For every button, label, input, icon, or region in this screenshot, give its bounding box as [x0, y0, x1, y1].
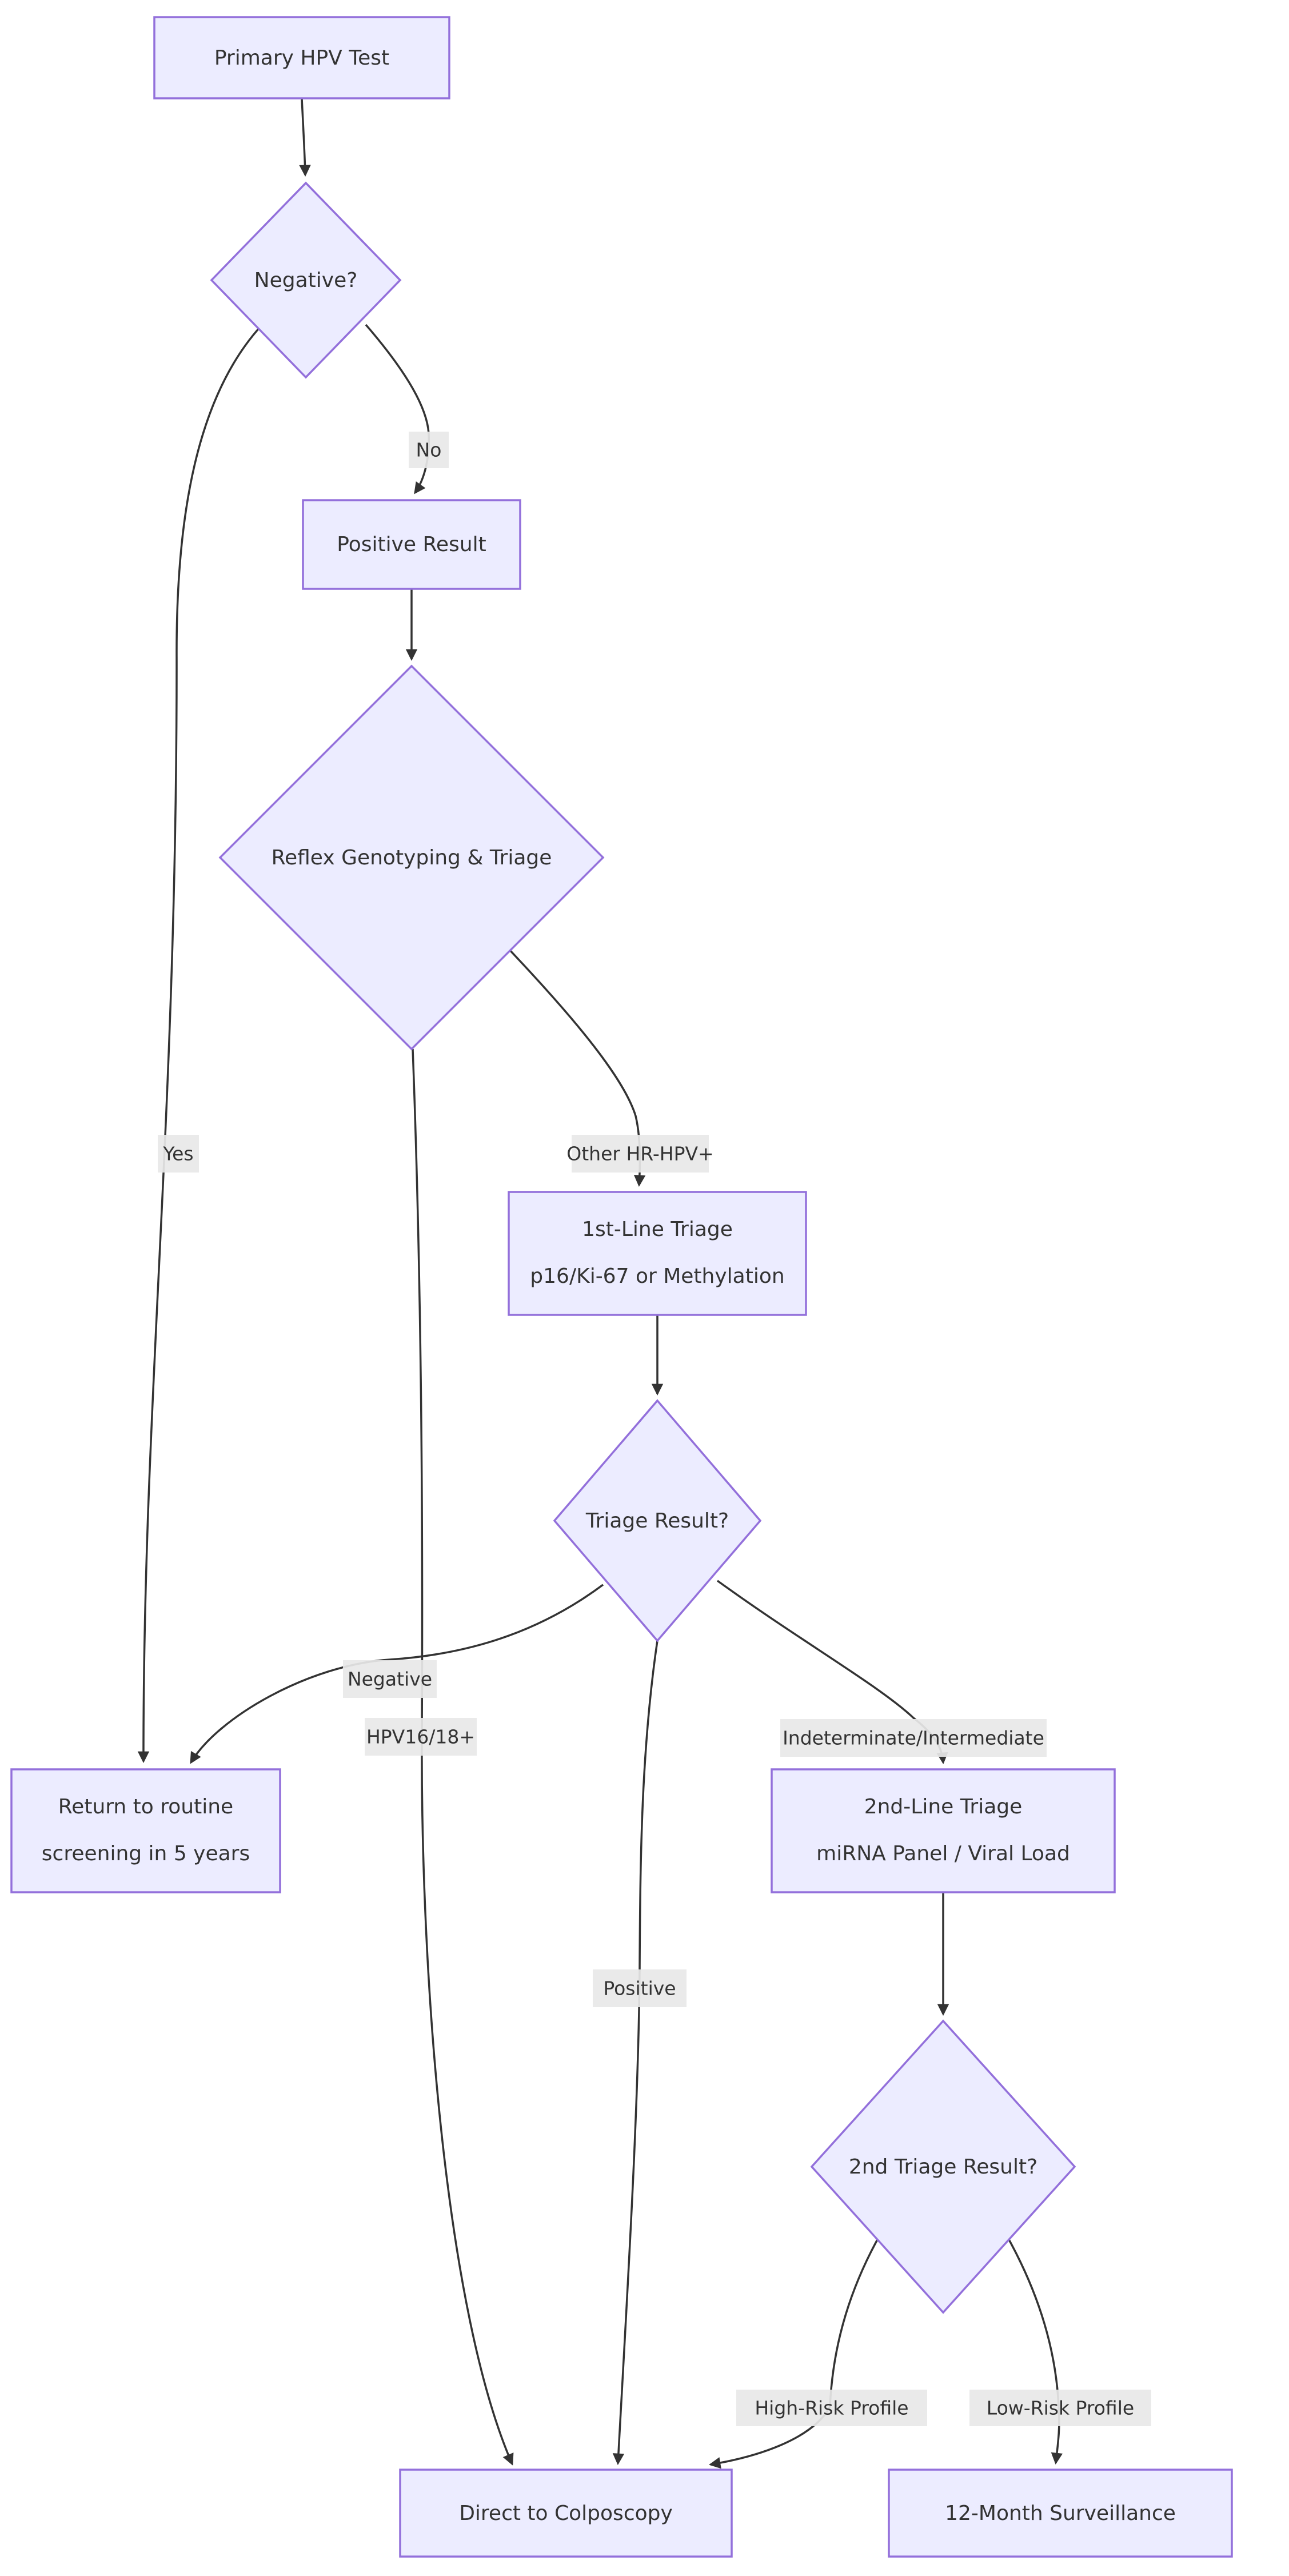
edge-label-negative: Negative: [343, 1660, 437, 1698]
svg-text:2nd Triage Result?: 2nd Triage Result?: [849, 2155, 1037, 2179]
svg-text:Reflex Genotyping & Triage: Reflex Genotyping & Triage: [272, 846, 552, 870]
svg-text:Negative?: Negative?: [254, 269, 358, 292]
svg-text:Positive Result: Positive Result: [337, 533, 486, 556]
edge-label-indeterminate: Indeterminate/Intermediate: [780, 1719, 1047, 1757]
node-first-line-triage: 1st-Line Triage p16/Ki-67 or Methylation: [508, 1191, 807, 1316]
svg-text:High-Risk Profile: High-Risk Profile: [755, 2397, 908, 2419]
node-triage-result: Triage Result?: [553, 1399, 762, 1642]
node-second-triage-result: 2nd Triage Result?: [810, 2019, 1076, 2314]
svg-text:2nd-Line Triage: 2nd-Line Triage: [864, 1795, 1023, 1819]
svg-text:Low-Risk Profile: Low-Risk Profile: [987, 2397, 1134, 2419]
edge-hpv1618-to-colposcopy: [412, 1048, 514, 2466]
svg-text:Negative: Negative: [348, 1668, 432, 1690]
svg-text:miRNA Panel / Viral Load: miRNA Panel / Viral Load: [816, 1842, 1070, 1865]
svg-text:Yes: Yes: [162, 1143, 193, 1165]
node-12-month-surveillance: 12-Month Surveillance: [888, 2469, 1233, 2558]
svg-text:Other HR-HPV+: Other HR-HPV+: [566, 1143, 713, 1165]
nodes: Primary HPV Test Negative? Positive Resu…: [10, 16, 1233, 2558]
edge-label-hpv1618: HPV16/18+: [365, 1718, 477, 1756]
svg-text:screening in 5 years: screening in 5 years: [42, 1842, 250, 1865]
svg-text:1st-Line Triage: 1st-Line Triage: [582, 1218, 733, 1241]
svg-text:HPV16/18+: HPV16/18+: [366, 1726, 475, 1748]
node-second-line-triage: 2nd-Line Triage miRNA Panel / Viral Load: [771, 1768, 1116, 1893]
edge-low-to-surveillance: [1006, 2236, 1063, 2465]
edge-label-low-risk: Low-Risk Profile: [969, 2390, 1151, 2426]
edge-yes-to-return: [137, 326, 261, 1764]
edge-label-yes: Yes: [158, 1135, 199, 1173]
edge-high-to-colposcopy: [708, 2236, 880, 2469]
edge-labels: No Yes Other HR-HPV+ Negative HPV16/18+ …: [158, 432, 1151, 2426]
edge-label-no: No: [409, 432, 449, 468]
edge-label-high-risk: High-Risk Profile: [736, 2390, 927, 2426]
svg-text:12-Month Surveillance: 12-Month Surveillance: [945, 2502, 1176, 2525]
svg-text:No: No: [416, 439, 442, 461]
edge-negative-to-return: [190, 1584, 604, 1764]
node-reflex-genotyping: Reflex Genotyping & Triage: [218, 664, 605, 1051]
node-negative-decision: Negative?: [210, 181, 402, 379]
edge-primary-to-negative: [299, 98, 311, 177]
edge-label-positive: Positive: [593, 1969, 687, 2007]
svg-text:p16/Ki-67 or Methylation: p16/Ki-67 or Methylation: [530, 1265, 784, 1288]
svg-text:Indeterminate/Intermediate: Indeterminate/Intermediate: [783, 1727, 1044, 1749]
svg-text:Positive: Positive: [603, 1977, 676, 2000]
edge-label-other-hr-hpv: Other HR-HPV+: [566, 1135, 714, 1173]
edge-positive-to-colposcopy: [612, 1640, 659, 2466]
node-positive-result: Positive Result: [302, 499, 521, 590]
svg-text:Direct to Colposcopy: Direct to Colposcopy: [459, 2502, 673, 2525]
svg-text:Triage Result?: Triage Result?: [585, 1509, 729, 1533]
node-direct-colposcopy: Direct to Colposcopy: [399, 2469, 733, 2558]
node-return-routine: Return to routine screening in 5 years: [10, 1768, 281, 1893]
svg-text:Return to routine: Return to routine: [58, 1795, 233, 1819]
svg-text:Primary HPV Test: Primary HPV Test: [214, 46, 389, 70]
node-primary-hpv-test: Primary HPV Test: [153, 16, 450, 99]
edge-no-to-positive: [365, 324, 430, 495]
